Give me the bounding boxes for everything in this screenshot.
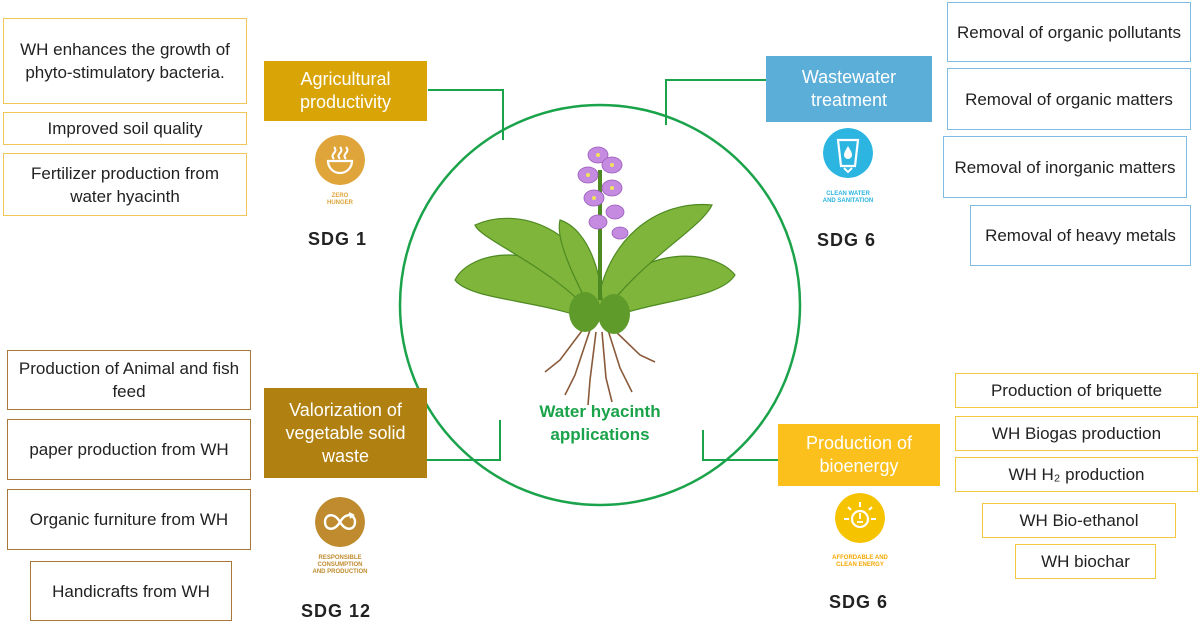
category-agri-line2: productivity [299, 92, 392, 112]
wastewater-item-organic-matters: Removal of organic matters [947, 68, 1191, 130]
connector-agriculture [428, 89, 504, 140]
category-bioenergy-line2: bioenergy [819, 456, 899, 476]
sdg7-caption: AFFORDABLE AND CLEAN ENERGY [815, 555, 905, 569]
sdg1-caption-line1: ZERO [331, 193, 349, 199]
category-valorization-line1: Valorization of [289, 399, 402, 420]
sdg1-caption: ZERO HUNGER [295, 193, 385, 207]
valorization-item-furniture: Organic furniture from WH [7, 489, 251, 550]
sdg7-caption-line1: AFFORDABLE AND [832, 555, 888, 561]
agri-item-fertilizer: Fertilizer production from water hyacint… [3, 153, 247, 216]
category-bioenergy: Production of bioenergy [778, 424, 940, 486]
connector-wastewater [665, 79, 766, 125]
sdg6-water-caption-line1: CLEAN WATER [826, 191, 870, 197]
center-title-line2: applications [550, 425, 650, 444]
category-wastewater-line1: Wastewater [801, 67, 897, 87]
sdg1-label: SDG 1 [308, 229, 368, 249]
sdg6-water-label: SDG 6 [817, 230, 877, 250]
valorization-item-paper: paper production from WH [7, 419, 251, 480]
category-bioenergy-line1: Production of [805, 433, 913, 453]
category-valorization-line3: waste [321, 445, 370, 466]
sdg12-caption-line1: RESPONSIBLE [318, 555, 362, 561]
sdg12-caption: RESPONSIBLE CONSUMPTION AND PRODUCTION [295, 555, 385, 576]
category-valorization: Valorization of vegetable solid waste [264, 388, 427, 478]
bioenergy-item-biochar: WH biochar [1015, 544, 1156, 579]
center-title: Water hyacinth applications [490, 400, 710, 446]
bioenergy-item-hydrogen: WH H₂ production [955, 457, 1198, 492]
agri-item-soil-quality: Improved soil quality [3, 112, 247, 145]
connector-valorization [427, 420, 501, 461]
wastewater-item-organic-pollutants: Removal of organic pollutants [947, 2, 1191, 62]
wastewater-item-heavy-metals: Removal of heavy metals [970, 205, 1191, 266]
responsible-consumption-icon [315, 497, 365, 547]
bioenergy-item-bioethanol: WH Bio-ethanol [982, 503, 1176, 538]
agri-item-phytostimulatory: WH enhances the growth of phyto-stimulat… [3, 18, 247, 104]
sdg12-label: SDG 12 [301, 601, 372, 621]
connector-bioenergy [702, 430, 778, 461]
sdg6-water-caption: CLEAN WATER AND SANITATION [803, 191, 893, 205]
water-hyacinth-illustration [454, 146, 736, 406]
sdg6-water-caption-line2: AND SANITATION [822, 198, 874, 204]
sdg7-caption-line2: CLEAN ENERGY [836, 562, 884, 568]
valorization-item-animal-feed: Production of Animal and fish feed [7, 350, 251, 410]
category-wastewater-line2: treatment [810, 90, 888, 110]
valorization-item-handicrafts: Handicrafts from WH [30, 561, 232, 621]
category-valorization-line2: vegetable solid [285, 422, 406, 443]
bioenergy-item-briquette: Production of briquette [955, 373, 1198, 408]
affordable-clean-energy-icon [835, 493, 885, 543]
bioenergy-item-biogas: WH Biogas production [955, 416, 1198, 451]
clean-water-icon [823, 128, 873, 178]
sdg12-caption-line2: CONSUMPTION [317, 562, 363, 568]
category-agricultural-productivity: Agricultural productivity [264, 61, 427, 121]
sdg1-caption-line2: HUNGER [326, 200, 353, 206]
sdg12-caption-line3: AND PRODUCTION [312, 569, 368, 575]
zero-hunger-icon [315, 135, 365, 185]
center-title-line1: Water hyacinth [539, 402, 661, 421]
category-wastewater-treatment: Wastewater treatment [766, 56, 932, 122]
center-circle [398, 103, 802, 507]
category-agri-line1: Agricultural [300, 69, 391, 89]
sdg6-energy-label: SDG 6 [829, 592, 889, 612]
wastewater-item-inorganic-matters: Removal of inorganic matters [943, 136, 1187, 198]
